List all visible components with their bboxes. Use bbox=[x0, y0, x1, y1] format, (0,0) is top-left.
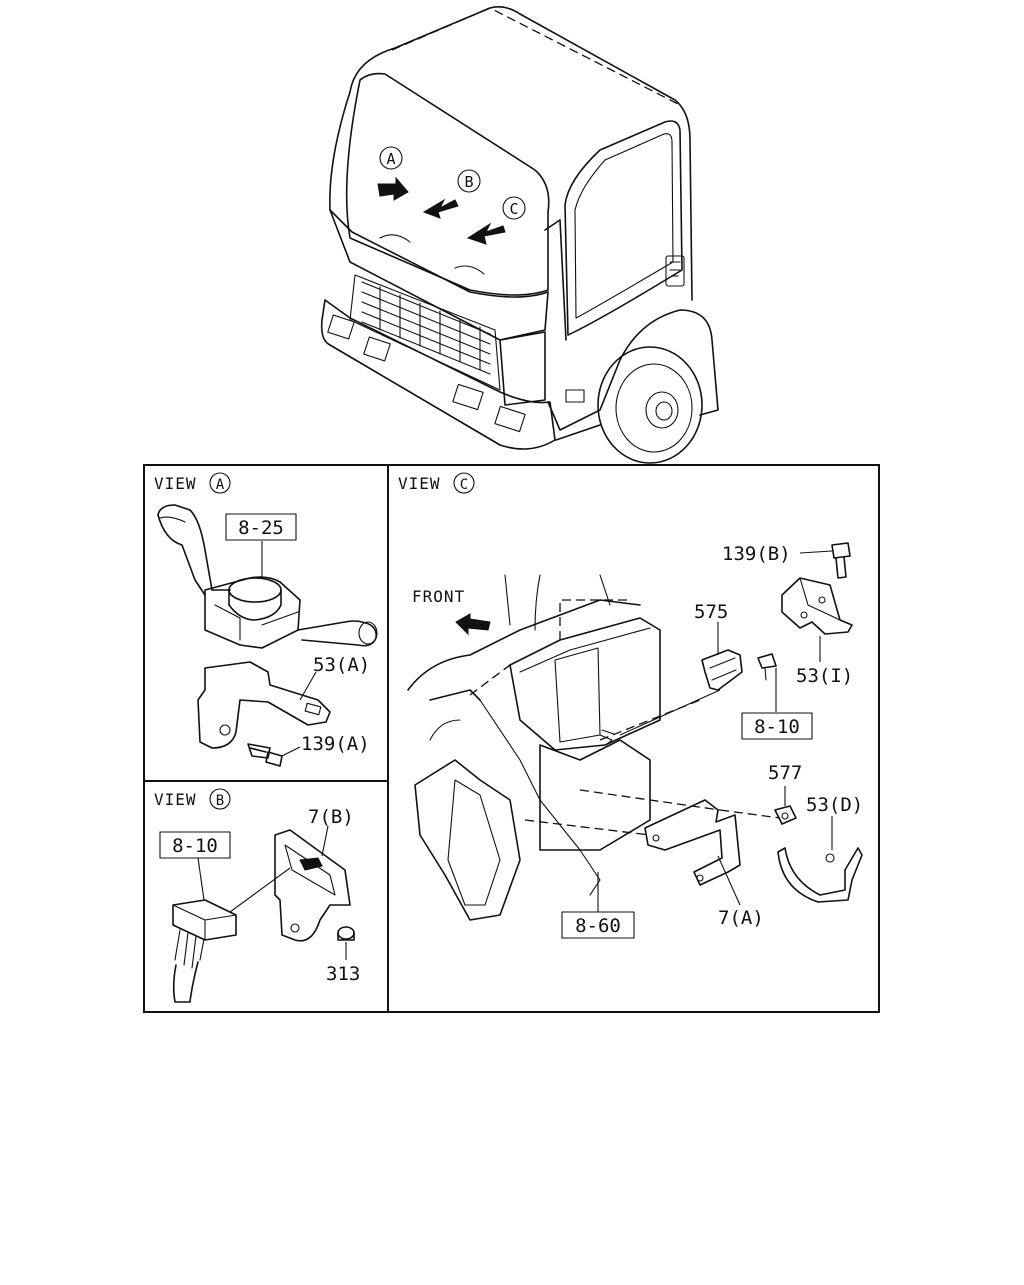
svg-text:VIEW: VIEW bbox=[154, 790, 197, 809]
control-unit-illustration bbox=[407, 574, 661, 921]
bracket-7a-illustration bbox=[644, 799, 741, 886]
svg-text:C: C bbox=[509, 200, 518, 218]
svg-text:A: A bbox=[216, 477, 225, 493]
part-label-53a: 53(A) bbox=[313, 654, 370, 676]
svg-text:A: A bbox=[386, 150, 395, 168]
view-frames bbox=[143, 464, 880, 1013]
svg-text:VIEW: VIEW bbox=[398, 474, 441, 493]
bolt-139b-illustration bbox=[831, 542, 851, 579]
part-label-139a: 139(A) bbox=[301, 733, 370, 755]
bracket-575-illustration bbox=[701, 649, 743, 691]
svg-text:VIEW: VIEW bbox=[154, 474, 197, 493]
truck-cab-illustration bbox=[320, 6, 719, 464]
bracket-53a-illustration bbox=[197, 661, 331, 749]
view-a-arrow-icon bbox=[377, 176, 409, 201]
front-arrow-icon bbox=[455, 613, 491, 636]
svg-text:8-25: 8-25 bbox=[238, 517, 284, 539]
bracket-7b-illustration bbox=[274, 829, 351, 942]
ref-box-8-10-view-b: 8-10 bbox=[159, 831, 231, 859]
ref-box-8-60: 8-60 bbox=[561, 911, 635, 939]
part-label-53d: 53(D) bbox=[806, 794, 863, 816]
svg-text:8-10: 8-10 bbox=[754, 716, 800, 738]
part-label-577: 577 bbox=[768, 762, 802, 784]
screw-illustration bbox=[757, 653, 777, 681]
part-label-313: 313 bbox=[326, 963, 360, 985]
ref-box-8-10-view-c: 8-10 bbox=[741, 712, 813, 740]
svg-text:B: B bbox=[216, 793, 224, 809]
svg-text:8-60: 8-60 bbox=[575, 915, 621, 937]
cab-marker-c: C bbox=[502, 196, 526, 220]
view-a-title: VIEW A bbox=[154, 472, 231, 494]
bolt-313-illustration bbox=[337, 926, 355, 941]
part-label-7a: 7(A) bbox=[718, 907, 764, 929]
ref-box-8-25: 8-25 bbox=[225, 513, 297, 541]
bracket-53d-illustration bbox=[777, 847, 863, 903]
combination-switch-illustration bbox=[157, 504, 378, 649]
svg-text:C: C bbox=[460, 477, 468, 493]
bracket-53i-illustration bbox=[781, 577, 853, 635]
cab-marker-b: B bbox=[457, 169, 481, 193]
view-c-arrow-icon bbox=[466, 222, 506, 245]
nut-577-illustration bbox=[774, 805, 797, 825]
svg-text:8-10: 8-10 bbox=[172, 835, 218, 857]
cab-marker-a: A bbox=[379, 146, 403, 170]
connector-illustration bbox=[172, 899, 237, 1003]
front-label: FRONT bbox=[412, 587, 465, 606]
view-c-title: VIEW C bbox=[398, 472, 475, 494]
dashed-assembly-lines bbox=[469, 599, 781, 836]
part-label-53i: 53(I) bbox=[796, 665, 853, 687]
bolt-139a-illustration bbox=[247, 743, 283, 767]
svg-text:B: B bbox=[464, 173, 473, 191]
view-b-arrow-icon bbox=[422, 198, 459, 219]
part-label-575: 575 bbox=[694, 601, 728, 623]
part-label-7b: 7(B) bbox=[308, 806, 354, 828]
part-label-139b: 139(B) bbox=[722, 543, 791, 565]
view-b-title: VIEW B bbox=[154, 788, 231, 810]
